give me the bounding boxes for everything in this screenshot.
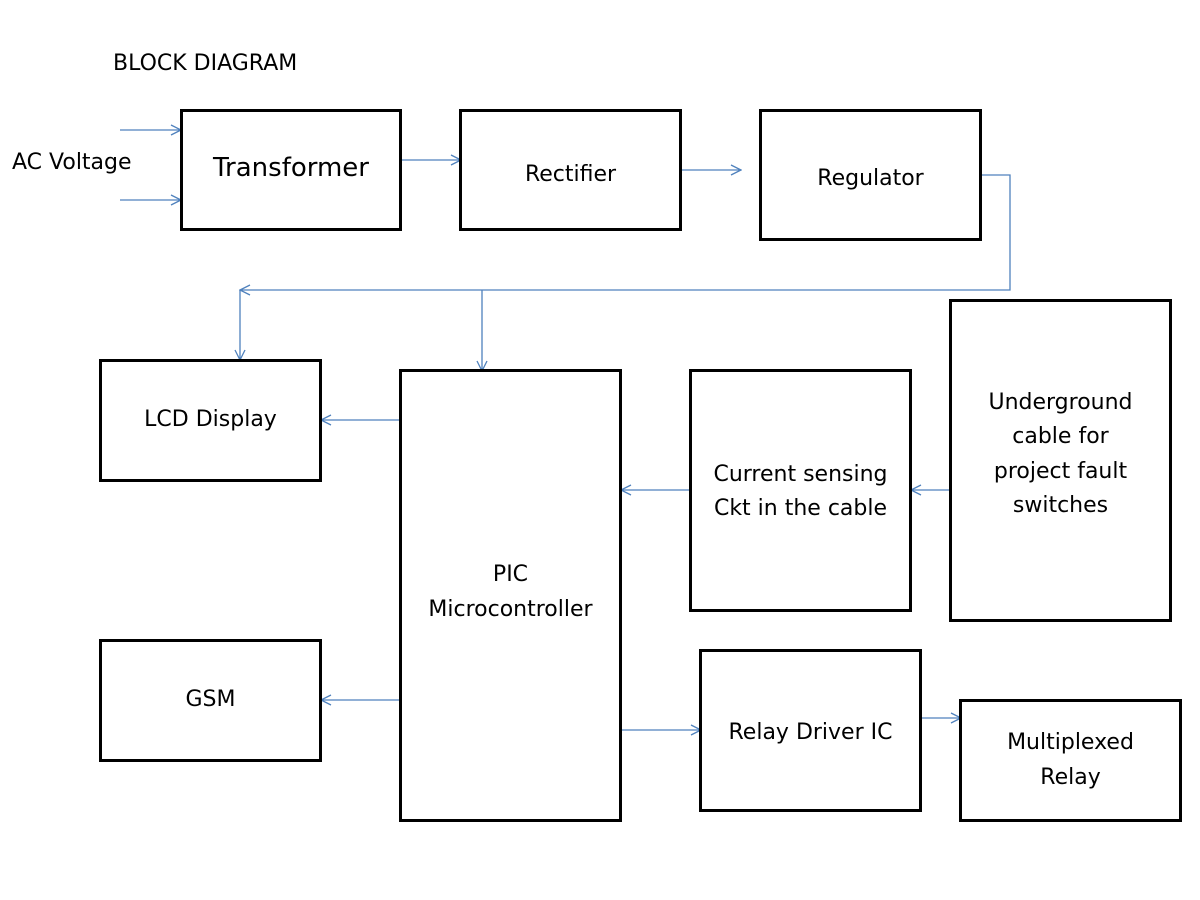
pic-microcontroller-label: PIC Microcontroller: [428, 562, 593, 622]
current-sensing-label: Current sensing Ckt in the cable: [713, 462, 888, 522]
gsm-label: GSM: [185, 687, 236, 713]
underground-cable-block: Underground cable for project fault swit…: [949, 299, 1172, 622]
underground-cable-label: Underground cable for project fault swit…: [988, 390, 1133, 518]
transformer-label: Transformer: [212, 152, 369, 183]
multiplexed-relay-block: Multiplexed Relay: [959, 699, 1182, 822]
pic-microcontroller-block: PIC Microcontroller: [399, 369, 622, 822]
lcd-display-block: LCD Display: [99, 359, 322, 482]
transformer-block: Transformer: [180, 109, 402, 231]
relay-driver-label: Relay Driver IC: [728, 720, 893, 745]
rectifier-block: Rectifier: [459, 109, 682, 231]
regulator-block: Regulator: [759, 109, 982, 241]
lcd-display-label: LCD Display: [144, 407, 277, 433]
ac-voltage-label: AC Voltage: [12, 150, 132, 175]
regulator-label: Regulator: [817, 166, 924, 191]
rectifier-label: Rectifier: [524, 162, 617, 187]
gsm-block: GSM: [99, 639, 322, 762]
current-sensing-block: Current sensing Ckt in the cable: [689, 369, 912, 612]
relay-driver-block: Relay Driver IC: [699, 649, 922, 812]
diagram-title: BLOCK DIAGRAM: [113, 51, 298, 76]
multiplexed-relay-label: Multiplexed Relay: [1007, 730, 1134, 790]
regulator-supply-line: [240, 174, 1011, 290]
